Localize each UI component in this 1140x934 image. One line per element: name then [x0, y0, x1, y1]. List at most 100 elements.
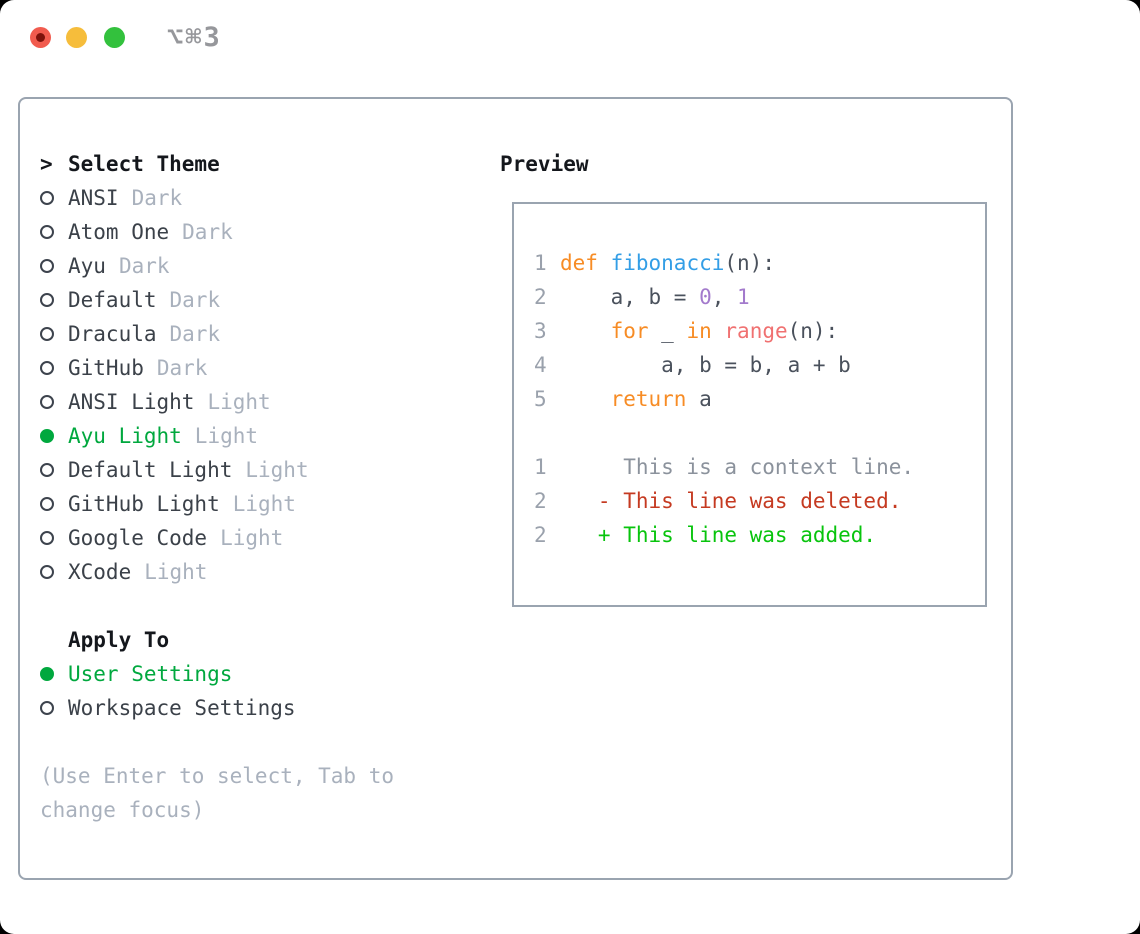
- radio-circle: [40, 259, 54, 273]
- line-number: 4: [534, 353, 547, 377]
- line-number: [534, 416, 560, 450]
- theme-option-default-dark[interactable]: Default Dark: [40, 283, 484, 317]
- theme-variant-label: Dark: [169, 322, 221, 346]
- line-content: def fibonacci(n):: [560, 251, 775, 275]
- maximize-button[interactable]: [104, 27, 125, 48]
- minimize-button[interactable]: [66, 27, 87, 48]
- apply-to-title: Apply To: [68, 628, 170, 652]
- preview-line: 2 + This line was added.: [534, 518, 985, 552]
- preview-line: 1 def fibonacci(n):: [534, 246, 985, 280]
- theme-option-label: Atom One: [68, 220, 170, 244]
- theme-option-label: Default Light: [68, 458, 233, 482]
- radio-unselected-icon: [40, 531, 68, 545]
- radio-circle: [40, 463, 54, 477]
- theme-variant-label: Dark: [118, 254, 170, 278]
- radio-selected-icon: [40, 667, 68, 681]
- select-theme-title: Select Theme: [68, 152, 220, 176]
- theme-option-label: Default: [68, 288, 157, 312]
- preview-line: 5 return a: [534, 382, 985, 416]
- theme-option-label: XCode: [68, 560, 132, 584]
- theme-option-ansi-dark[interactable]: ANSI Dark: [40, 181, 484, 215]
- line-number: 1: [534, 455, 547, 479]
- radio-selected-icon: [40, 429, 68, 443]
- preview-line: 3 for _ in range(n):: [534, 314, 985, 348]
- line-content: This is a context line.: [560, 455, 915, 479]
- spacer: [40, 589, 484, 623]
- theme-variant-label: Light: [194, 424, 259, 448]
- hint-text: (Use Enter to select, Tab to change focu…: [40, 764, 395, 822]
- radio-unselected-icon: [40, 259, 68, 273]
- radio-unselected-icon: [40, 463, 68, 477]
- line-content: for _ in range(n):: [610, 319, 839, 343]
- theme-option-label: Dracula: [68, 322, 157, 346]
- line-number: 5: [534, 387, 547, 411]
- theme-variant-label: Dark: [169, 288, 221, 312]
- radio-circle: [40, 701, 54, 715]
- radio-unselected-icon: [40, 497, 68, 511]
- radio-circle: [40, 293, 54, 307]
- theme-option-ayu-light-light[interactable]: Ayu Light Light: [40, 419, 484, 453]
- theme-variant-label: Light: [144, 560, 208, 584]
- preview-line: 2 a, b = 0, 1: [534, 280, 985, 314]
- preview-line: 1 This is a context line.: [534, 450, 985, 484]
- preview-line: 4 a, b = b, a + b: [534, 348, 985, 382]
- theme-option-label: GitHub: [68, 356, 144, 380]
- apply-option-label: Workspace Settings: [68, 696, 296, 720]
- line-number: 1: [534, 251, 547, 275]
- line-content: a, b = b, a + b: [560, 353, 851, 377]
- theme-option-label: Google Code: [68, 526, 208, 550]
- radio-unselected-icon: [40, 225, 68, 239]
- radio-circle: [40, 361, 54, 375]
- theme-variant-label: Dark: [131, 186, 183, 210]
- close-button[interactable]: [30, 27, 51, 48]
- theme-option-google-code-light[interactable]: Google Code Light: [40, 521, 484, 555]
- theme-option-xcode-light[interactable]: XCode Light: [40, 555, 484, 589]
- preview-line: 2 - This line was deleted.: [534, 484, 985, 518]
- preview-blank-line: [534, 416, 985, 450]
- theme-variant-label: Light: [245, 458, 309, 482]
- theme-variant-label: Light: [232, 492, 296, 516]
- apply-option-workspace-settings[interactable]: Workspace Settings: [40, 691, 484, 725]
- apply-option-user-settings[interactable]: User Settings: [40, 657, 484, 691]
- line-content: - This line was deleted.: [560, 489, 902, 513]
- line-content: a, b = 0, 1: [560, 285, 750, 309]
- close-button-dot: [36, 33, 45, 42]
- spacer: [40, 725, 484, 759]
- theme-variant-label: Dark: [182, 220, 233, 244]
- theme-option-dracula-dark[interactable]: Dracula Dark: [40, 317, 484, 351]
- line-number: 3: [534, 319, 547, 343]
- preview-title: Preview: [500, 152, 589, 176]
- apply-option-label: User Settings: [68, 662, 233, 686]
- radio-circle: [40, 191, 54, 205]
- radio-circle: [40, 395, 54, 409]
- radio-circle: [40, 667, 54, 681]
- radio-circle: [40, 565, 54, 579]
- theme-option-label: ANSI Light: [68, 390, 195, 414]
- keyboard-shortcut-label: ⌥⌘3: [167, 22, 222, 53]
- radio-unselected-icon: [40, 191, 68, 205]
- theme-variant-label: Light: [220, 526, 284, 550]
- radio-unselected-icon: [40, 701, 68, 715]
- theme-option-label: ANSI: [68, 186, 119, 210]
- theme-option-atom-one-dark[interactable]: Atom One Dark: [40, 215, 484, 249]
- theme-option-ayu-dark[interactable]: Ayu Dark: [40, 249, 484, 283]
- line-content: return a: [610, 387, 712, 411]
- radio-circle: [40, 327, 54, 341]
- theme-option-label: Ayu: [68, 254, 106, 278]
- theme-option-label: Ayu Light: [68, 424, 182, 448]
- line-number: 2: [534, 285, 547, 309]
- theme-option-default-light-light[interactable]: Default Light Light: [40, 453, 484, 487]
- line-number: 2: [534, 489, 547, 513]
- radio-circle: [40, 429, 54, 443]
- radio-circle: [40, 225, 54, 239]
- radio-circle: [40, 531, 54, 545]
- radio-unselected-icon: [40, 565, 68, 579]
